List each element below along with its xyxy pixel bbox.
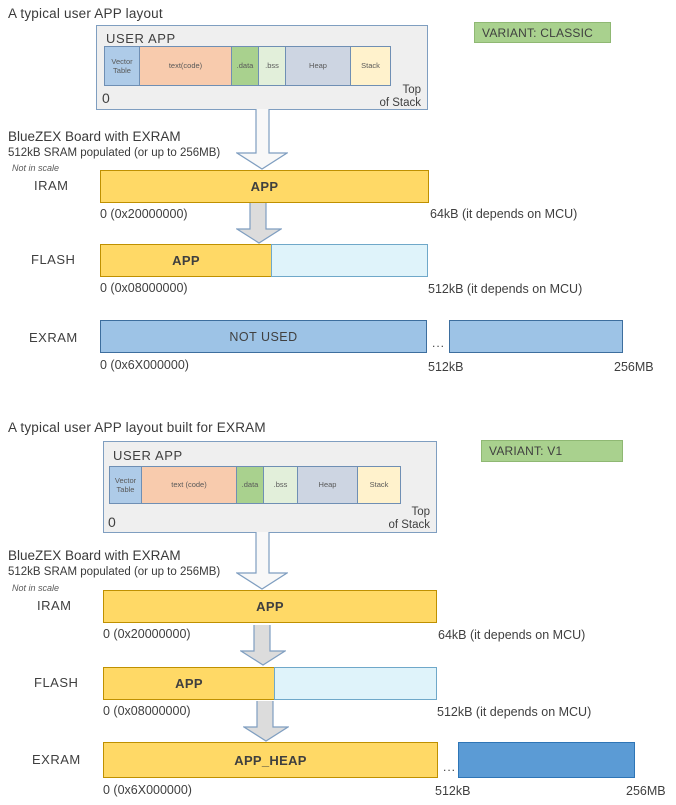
segment-label: Vector Table xyxy=(111,56,133,75)
segment-vector-table: Vector Table xyxy=(109,466,142,504)
segment-stack: Stack xyxy=(357,466,401,504)
iram-box-label: APP xyxy=(250,179,279,194)
down-arrow xyxy=(236,203,282,244)
segment-vector-table: Vector Table xyxy=(104,46,140,86)
segment-row: Vector Table text(code) .data .bss Heap … xyxy=(104,46,391,86)
iram-app-box: APP xyxy=(100,170,429,203)
flash-box-label: APP xyxy=(175,676,203,691)
board-title: BlueZEX Board with EXRAM xyxy=(8,129,181,144)
down-arrow xyxy=(236,532,288,590)
row-label-flash: FLASH xyxy=(31,252,76,267)
exram-mid-size: 512kB xyxy=(428,360,464,374)
section-title: A typical user APP layout xyxy=(8,6,163,21)
flash-free-box xyxy=(274,667,437,700)
variant-label: VARIANT: V1 xyxy=(489,444,563,458)
down-arrow xyxy=(236,109,288,170)
board-subtitle: 512kB SRAM populated (or up to 256MB) xyxy=(8,566,221,578)
segment-label: .bss xyxy=(273,480,288,490)
iram-box-label: APP xyxy=(256,599,284,614)
down-arrow xyxy=(240,625,286,666)
segment-bss: .bss xyxy=(263,466,298,504)
flash-app-box: APP xyxy=(100,244,272,277)
down-arrow xyxy=(243,701,289,742)
user-app-title: USER APP xyxy=(113,448,183,463)
segment-label: .data xyxy=(236,61,254,71)
exram-extra-box xyxy=(449,320,623,353)
iram-end-size: 64kB (it depends on MCU) xyxy=(430,207,578,221)
segment-label: Heap xyxy=(318,480,337,490)
flash-box: APP xyxy=(103,667,438,700)
flash-end-size: 512kB (it depends on MCU) xyxy=(428,282,583,296)
section-title: A typical user APP layout built for EXRA… xyxy=(8,420,266,435)
exram-end-size: 256MB xyxy=(614,360,654,374)
segment-data: .data xyxy=(231,46,259,86)
iram-app-box: APP xyxy=(103,590,437,623)
flash-start-address: 0 (0x08000000) xyxy=(100,281,188,295)
exram-mid-size: 512kB xyxy=(435,784,471,798)
segment-label: Stack xyxy=(369,480,389,490)
variant-badge: VARIANT: CLASSIC xyxy=(474,22,611,43)
row-label-iram: IRAM xyxy=(34,178,69,193)
segment-row: Vector Table text (code) .data .bss Heap… xyxy=(109,466,401,504)
exram-start-address: 0 (0x6X000000) xyxy=(100,358,189,372)
exram-box-label: NOT USED xyxy=(229,329,298,344)
exram-ellipsis: ... xyxy=(443,760,457,774)
row-label-flash: FLASH xyxy=(34,675,79,690)
exram-ellipsis: ... xyxy=(432,336,446,350)
segment-bss: .bss xyxy=(258,46,286,86)
variant-badge: VARIANT: V1 xyxy=(481,440,623,462)
board-title: BlueZEX Board with EXRAM xyxy=(8,548,181,563)
user-app-panel: USER APP Vector Table text(code) .data .… xyxy=(96,25,428,110)
origin-label: 0 xyxy=(108,514,116,530)
flash-box: APP xyxy=(100,244,429,277)
segment-label: Stack xyxy=(361,61,380,71)
row-label-iram: IRAM xyxy=(37,598,72,613)
exram-not-used-box: NOT USED xyxy=(100,320,427,353)
flash-free-box xyxy=(271,244,428,277)
board-subtitle: 512kB SRAM populated (or up to 256MB) xyxy=(8,147,221,159)
segment-label: text(code) xyxy=(168,61,203,71)
origin-label: 0 xyxy=(102,90,110,106)
exram-box-label: APP_HEAP xyxy=(234,752,307,768)
segment-label: .data xyxy=(241,480,259,490)
top-of-stack-label: Top of Stack xyxy=(388,506,430,531)
flash-start-address: 0 (0x08000000) xyxy=(103,704,191,718)
row-label-exram: EXRAM xyxy=(32,752,81,767)
flash-end-size: 512kB (it depends on MCU) xyxy=(437,705,592,719)
iram-end-size: 64kB (it depends on MCU) xyxy=(438,628,586,642)
exram-extra-box xyxy=(458,742,635,778)
scale-note: Not in scale xyxy=(12,163,60,173)
user-app-title: USER APP xyxy=(106,31,176,46)
segment-label: Vector Table xyxy=(114,475,137,494)
variant-label: VARIANT: CLASSIC xyxy=(482,25,594,40)
segment-label: .bss xyxy=(265,61,279,71)
segment-text-code: text (code) xyxy=(141,466,237,504)
segment-label: Heap xyxy=(309,61,327,71)
exram-end-size: 256MB xyxy=(626,784,666,798)
user-app-panel: USER APP Vector Table text (code) .data … xyxy=(103,441,437,533)
exram-start-address: 0 (0x6X000000) xyxy=(103,783,192,797)
segment-text-code: text(code) xyxy=(139,46,232,86)
row-label-exram: EXRAM xyxy=(29,330,78,345)
segment-stack: Stack xyxy=(350,46,391,86)
iram-start-address: 0 (0x20000000) xyxy=(100,207,188,221)
flash-box-label: APP xyxy=(172,253,200,268)
exram-app-heap-box: APP_HEAP xyxy=(103,742,438,778)
flash-app-box: APP xyxy=(103,667,275,700)
segment-data: .data xyxy=(236,466,264,504)
scale-note: Not in scale xyxy=(12,583,60,593)
segment-heap: Heap xyxy=(285,46,351,86)
iram-start-address: 0 (0x20000000) xyxy=(103,627,191,641)
segment-heap: Heap xyxy=(297,466,358,504)
segment-label: text (code) xyxy=(171,480,207,490)
top-of-stack-label: Top of Stack xyxy=(379,84,421,109)
